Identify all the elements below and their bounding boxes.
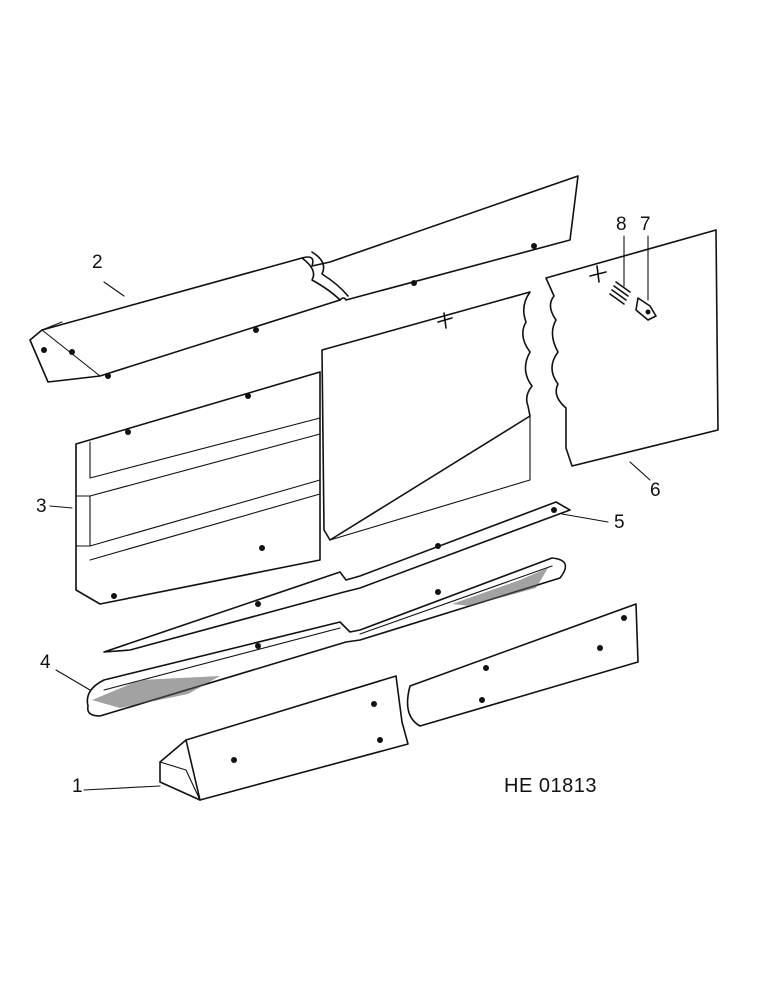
callout-7: 7 (640, 214, 651, 235)
part-8-spring (609, 281, 631, 305)
part-5-angle-strip (103, 501, 571, 653)
drawing-code: HE 01813 (504, 775, 597, 797)
callout-2: 2 (92, 252, 103, 273)
callout-1: 1 (72, 776, 83, 797)
center-panel-fastener-icon (437, 312, 453, 329)
part-6-right-panel (545, 229, 719, 467)
right-panel-fastener-icon (589, 265, 607, 283)
callout-8: 8 (616, 214, 627, 235)
part-4-bevel-strip (86, 557, 567, 717)
part-2-top-rail (29, 175, 579, 383)
part-7-bolt (635, 297, 657, 321)
part-1-base-channel (159, 603, 639, 801)
callout-5: 5 (614, 512, 625, 533)
part-3-channel (75, 371, 321, 605)
leader-lines (49, 235, 651, 791)
callout-4: 4 (40, 652, 51, 673)
callout-3: 3 (36, 496, 47, 517)
center-panel (321, 291, 533, 541)
callout-6: 6 (650, 480, 661, 501)
